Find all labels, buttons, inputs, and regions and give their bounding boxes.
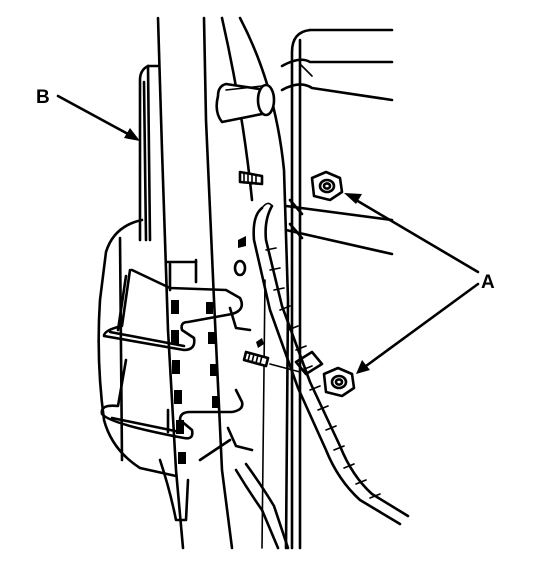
lower-cable: [234, 462, 290, 550]
housing-shading: [171, 300, 219, 464]
mounting-holes: [233, 236, 247, 277]
callout-a-label: A: [481, 272, 495, 293]
control-cables: [280, 58, 394, 256]
window-frame: [290, 28, 394, 550]
lower-wire-clip: [100, 358, 254, 462]
upper-wire-clip: [102, 258, 252, 352]
nut-plate: [256, 338, 324, 376]
mounting-bracket: [138, 64, 160, 242]
callout-a-leaders: [344, 193, 480, 374]
callout-b-leader: [56, 94, 140, 141]
callout-b-label: B: [36, 87, 50, 108]
door-switch-cylinder: [215, 82, 276, 124]
upper-stud: [238, 170, 264, 186]
lower-nut: [322, 366, 356, 398]
lower-stud: [242, 350, 270, 368]
wire-harness: [252, 202, 410, 526]
upper-nut: [310, 170, 344, 202]
